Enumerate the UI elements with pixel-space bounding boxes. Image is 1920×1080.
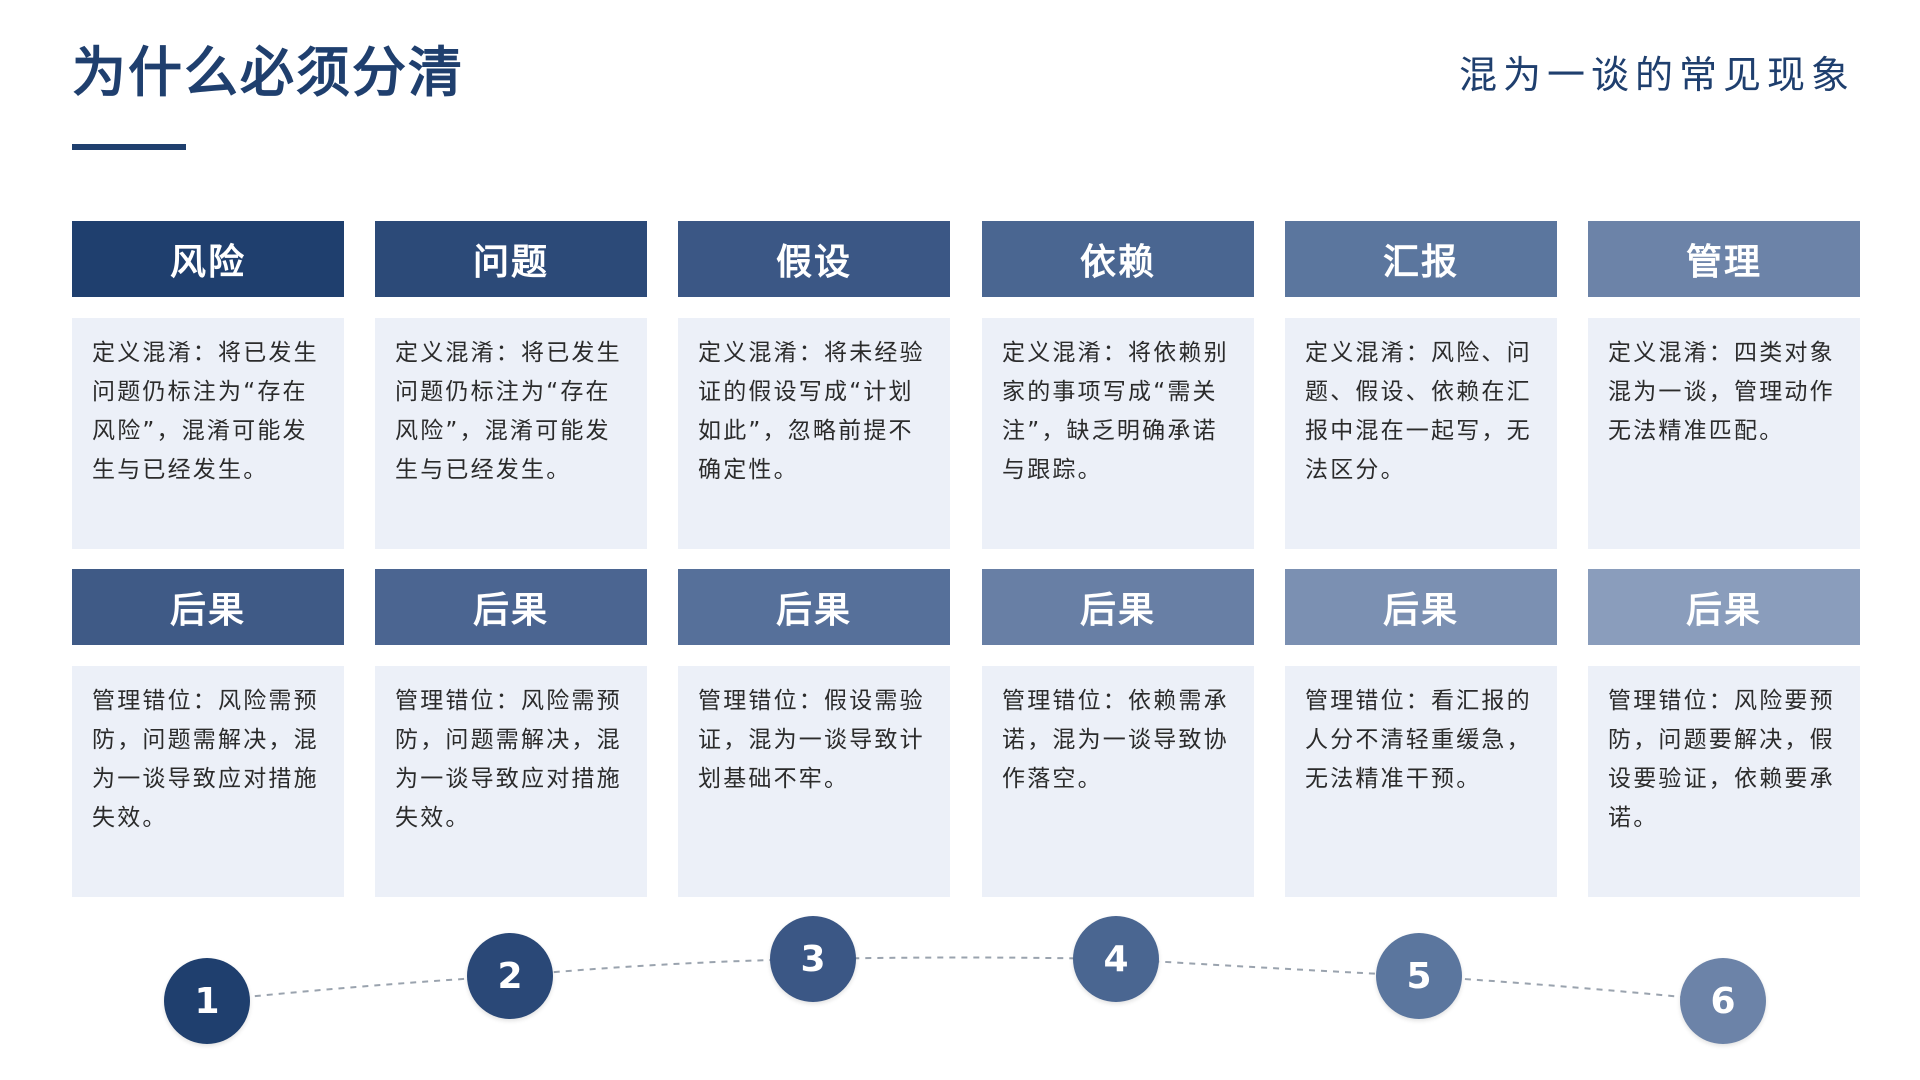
consequence-header: 后果 <box>678 569 950 645</box>
step-circle-5: 5 <box>1376 933 1462 1019</box>
page-title: 为什么必须分清 <box>72 41 464 104</box>
column-header: 风险 <box>72 221 344 297</box>
column-header: 假设 <box>678 221 950 297</box>
consequence-card: 管理错位：风险要预防，问题要解决，假设要验证，依赖要承诺。 <box>1588 666 1860 897</box>
consequence-header: 后果 <box>72 569 344 645</box>
consequence-header: 后果 <box>982 569 1254 645</box>
consequence-card: 管理错位：假设需验证，混为一谈导致计划基础不牢。 <box>678 666 950 897</box>
title-underline <box>72 144 186 150</box>
column-header: 汇报 <box>1285 221 1557 297</box>
consequence-card: 管理错位：风险需预防，问题需解决，混为一谈导致应对措施失效。 <box>375 666 647 897</box>
page-subtitle: 混为一谈的常见现象 <box>1458 53 1855 97</box>
definition-card: 定义混淆：将已发生问题仍标注为“存在风险”，混淆可能发生与已经发生。 <box>72 318 344 549</box>
step-circle-3: 3 <box>770 916 856 1002</box>
column-header: 依赖 <box>982 221 1254 297</box>
definition-card: 定义混淆：风险、问题、假设、依赖在汇报中混在一起写，无法区分。 <box>1285 318 1557 549</box>
column-header: 管理 <box>1588 221 1860 297</box>
definition-card: 定义混淆：将依赖别家的事项写成“需关注”，缺乏明确承诺与跟踪。 <box>982 318 1254 549</box>
consequence-card: 管理错位：看汇报的人分不清轻重缓急，无法精准干预。 <box>1285 666 1557 897</box>
consequence-header: 后果 <box>1285 569 1557 645</box>
consequence-header: 后果 <box>375 569 647 645</box>
step-circle-1: 1 <box>164 958 250 1044</box>
column-header: 问题 <box>375 221 647 297</box>
step-circle-2: 2 <box>467 933 553 1019</box>
definition-card: 定义混淆：将未经验证的假设写成“计划如此”，忽略前提不确定性。 <box>678 318 950 549</box>
dashed-curve <box>206 956 1724 1002</box>
definition-card: 定义混淆：四类对象混为一谈，管理动作无法精准匹配。 <box>1588 318 1860 549</box>
consequence-card: 管理错位：依赖需承诺，混为一谈导致协作落空。 <box>982 666 1254 897</box>
consequence-header: 后果 <box>1588 569 1860 645</box>
step-circle-6: 6 <box>1680 958 1766 1044</box>
step-circle-4: 4 <box>1073 916 1159 1002</box>
consequence-card: 管理错位：风险需预防，问题需解决，混为一谈导致应对措施失效。 <box>72 666 344 897</box>
definition-card: 定义混淆：将已发生问题仍标注为“存在风险”，混淆可能发生与已经发生。 <box>375 318 647 549</box>
